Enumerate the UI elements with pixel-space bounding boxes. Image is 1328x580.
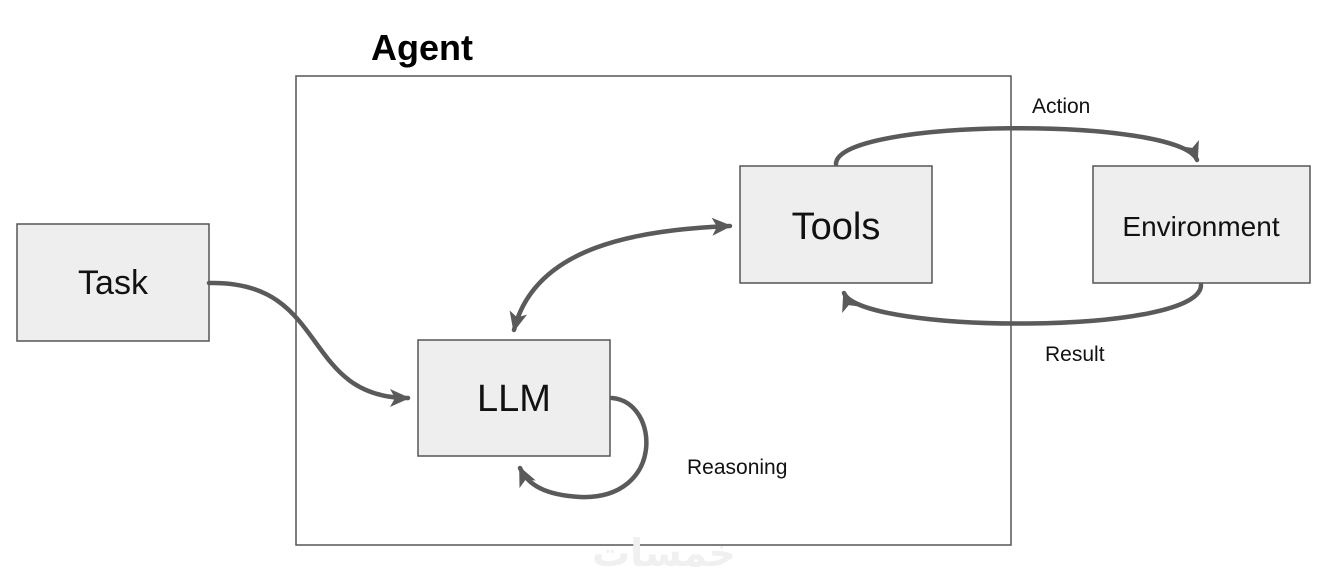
reasoning-label: Reasoning [687,456,787,479]
result-label: Result [1045,343,1105,366]
environment-label: Environment [1122,211,1279,242]
environment-node: Environment [1092,165,1311,284]
task-to-llm-arrow [206,280,411,407]
llm-label: LLM [477,378,551,420]
task-node: Task [16,223,210,342]
tools-label: Tools [792,206,881,248]
llm-reasoning-loop-arrow [517,395,649,500]
action-label: Action [1032,95,1090,118]
watermark-logo: خمسات [592,531,736,575]
environment-to-tools-result-arrow [841,282,1204,326]
task-label: Task [78,264,149,302]
agent-container [295,75,1012,546]
agent-title: Agent [371,27,473,68]
llm-tools-bidirectional-arrow [509,217,733,333]
llm-node: LLM [417,339,611,457]
tools-to-environment-action-arrow [833,125,1200,167]
tools-node: Tools [739,165,933,284]
